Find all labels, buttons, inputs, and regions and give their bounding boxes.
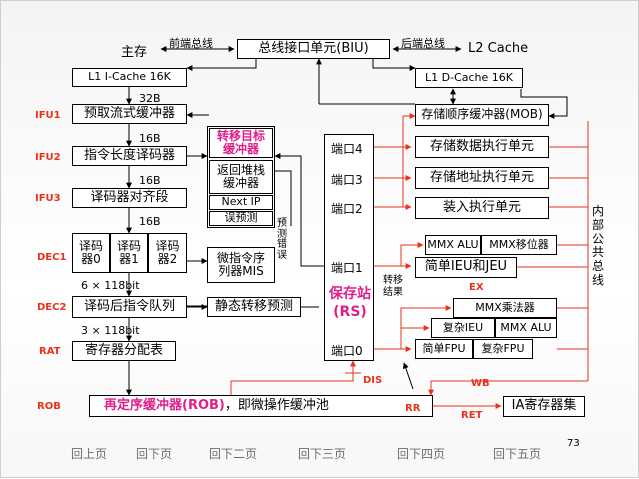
- complex-fpu-box: 复杂FPU: [473, 339, 533, 359]
- decoder-1-box: 译码器1: [110, 233, 148, 273]
- decoder-1-label: 译码器1: [116, 238, 141, 266]
- decoder-0-label: 译码器0: [78, 238, 103, 266]
- ret-label: RET: [461, 410, 483, 421]
- rob-box: 再定序缓冲器(ROB) ，即微操作缓冲池: [89, 395, 433, 417]
- btb-label-line2: 缓冲器: [222, 142, 259, 156]
- ia-registers-box: IA寄存器集: [503, 396, 585, 417]
- rr-label: RR: [405, 403, 421, 414]
- btb-box: 转移目标 缓冲器: [209, 128, 273, 158]
- nav-next-2-pages[interactable]: 回下二页: [209, 447, 258, 461]
- static-predict-box: 静态转移预测: [207, 297, 301, 317]
- main-memory-label: 主存: [121, 45, 148, 60]
- rs-title-label: 保存站 (RS): [327, 286, 373, 321]
- width-label: 32B: [139, 92, 161, 105]
- nav-next-page[interactable]: 回下页: [136, 447, 173, 461]
- nav-next-4-pages[interactable]: 回下四页: [397, 447, 446, 461]
- simple-fpu-box: 简单FPU: [415, 339, 473, 359]
- rsb-label-line2: 缓冲器: [222, 176, 259, 190]
- nav-prev-page[interactable]: 回上页: [71, 447, 108, 461]
- stage-rat: RAT: [39, 346, 61, 357]
- rob-label: 再定序缓冲器(ROB): [104, 397, 225, 413]
- mmx-multiplier-box: MMX乘法器: [453, 298, 557, 318]
- width-label: 16B: [139, 174, 161, 187]
- transfer-result-line2: 结果: [383, 287, 403, 298]
- decoder-2-box: 译码器2: [148, 233, 187, 273]
- width-label: 16B: [139, 132, 161, 145]
- stage-dec2: DEC2: [37, 302, 67, 313]
- width-label: 3 × 118bit: [81, 324, 140, 337]
- width-label: 16B: [139, 215, 161, 228]
- simple-ieu-jeu-box: 简单IEU和JEU: [415, 257, 517, 278]
- length-decoder-box: 指令长度译码器: [72, 146, 187, 166]
- page-number: 73: [567, 438, 580, 449]
- decoder-0-box: 译码器0: [72, 233, 110, 273]
- btb-label-line1: 转移目标: [216, 128, 265, 143]
- mmx-alu-box: MMX ALU: [425, 235, 481, 255]
- wb-label: WB: [471, 378, 490, 389]
- store-data-unit-box: 存储数据执行单元: [415, 136, 549, 158]
- predict-error-label: 预测错误: [277, 218, 287, 261]
- decoded-queue-box: 译码后指令队列: [72, 296, 187, 318]
- reservation-station-box: [324, 134, 374, 361]
- stage-ifu3: IFU3: [35, 193, 61, 204]
- width-label: 6 × 118bit: [81, 279, 140, 292]
- mob-box: 存储顺序缓冲器(MOB): [415, 104, 549, 126]
- stage-ifu2: IFU2: [35, 152, 61, 163]
- l1-icache-box: L1 I-Cache 16K: [72, 68, 187, 87]
- decoder-2-label: 译码器2: [155, 238, 180, 266]
- rsb-label-line1: 返回堆栈: [216, 162, 265, 177]
- rs-port-3-label: 端口3: [331, 173, 363, 187]
- decoder-align-box: 译码器对齐段: [72, 188, 187, 208]
- ex-label: EX: [469, 282, 484, 293]
- rs-subtitle: (RS): [333, 303, 367, 320]
- rs-port-2-label: 端口2: [331, 202, 363, 216]
- dis-label: DIS: [363, 375, 383, 386]
- register-alloc-box: 寄存器分配表: [72, 341, 176, 361]
- rsb-box: 返回堆栈 缓冲器: [209, 160, 273, 194]
- stage-dec1: DEC1: [37, 252, 67, 263]
- rs-port-4-label: 端口4: [331, 142, 363, 156]
- backend-bus-label: 后端总线: [401, 37, 445, 50]
- nav-next-5-pages[interactable]: 回下五页: [493, 447, 542, 461]
- transfer-result-label: 转移 结果: [383, 275, 403, 299]
- rs-title: 保存站: [329, 286, 371, 302]
- mispredict-box: 误预测: [209, 211, 273, 226]
- rs-port-1-label: 端口1: [331, 261, 363, 275]
- rob-suffix-label: ，即微操作缓冲池: [224, 397, 329, 413]
- mmx-shifter-box: MMX移位器: [481, 235, 557, 255]
- l2-cache-label: L2 Cache: [468, 41, 529, 56]
- mmx-alu-2-box: MMX ALU: [495, 318, 557, 338]
- rs-port-0-label: 端口0: [331, 344, 363, 358]
- transfer-result-line1: 转移: [383, 275, 403, 286]
- msrom-label-line2: 列器MIS: [218, 264, 264, 278]
- prefetch-buffer-box: 预取流式缓冲器: [72, 104, 187, 124]
- frontend-bus-label: 前端总线: [169, 37, 213, 50]
- stage-rob: ROB: [37, 401, 61, 412]
- complex-ieu-box: 复杂IEU: [431, 318, 495, 338]
- stage-ifu1: IFU1: [35, 110, 61, 121]
- load-unit-box: 装入执行单元: [415, 197, 549, 219]
- internal-bus-label: 内部公共总线: [592, 204, 605, 287]
- branch-group-box: [207, 126, 275, 228]
- nav-next-3-pages[interactable]: 回下三页: [298, 447, 347, 461]
- msrom-label-line1: 微指令序: [216, 250, 265, 265]
- l1-dcache-box: L1 D-Cache 16K: [415, 68, 523, 88]
- biu-box: 总线接口单元(BIU): [237, 39, 390, 59]
- store-address-unit-box: 存储地址执行单元: [415, 167, 549, 189]
- next-ip-box: Next IP: [209, 195, 273, 210]
- msrom-box: 微指令序 列器MIS: [207, 247, 275, 283]
